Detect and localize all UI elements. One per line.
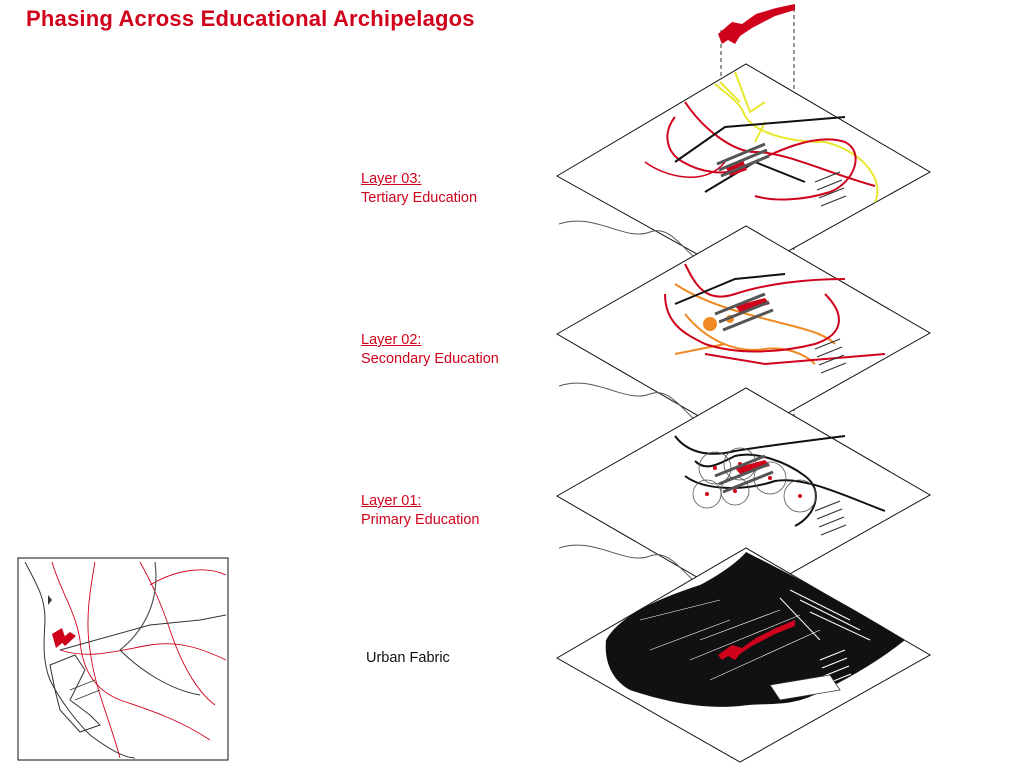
urban-fabric-plane <box>555 547 932 763</box>
layer-03-subtitle: Tertiary Education <box>361 190 478 206</box>
page-title: Phasing Across Educational Archipelagos <box>26 6 475 31</box>
layer-02-subtitle: Secondary Education <box>361 351 499 367</box>
inset-location-map <box>17 557 229 761</box>
layer-01-heading: Layer 01: <box>361 493 422 509</box>
spine-marker <box>718 4 795 44</box>
layer-03-heading: Layer 03: <box>361 171 422 187</box>
urban-fabric-label: Urban Fabric <box>366 650 450 666</box>
layer-01-plane <box>555 387 932 637</box>
layer-01-label: Layer 01: Primary Education <box>361 492 479 530</box>
layer-02-label: Layer 02: Secondary Education <box>361 331 499 369</box>
layer-02-heading: Layer 02: <box>361 332 422 348</box>
layer-02-plane <box>555 225 932 475</box>
layer-03-plane <box>555 63 932 313</box>
layer-01-subtitle: Primary Education <box>361 512 480 528</box>
layer-03-label: Layer 03: Tertiary Education <box>361 170 477 208</box>
